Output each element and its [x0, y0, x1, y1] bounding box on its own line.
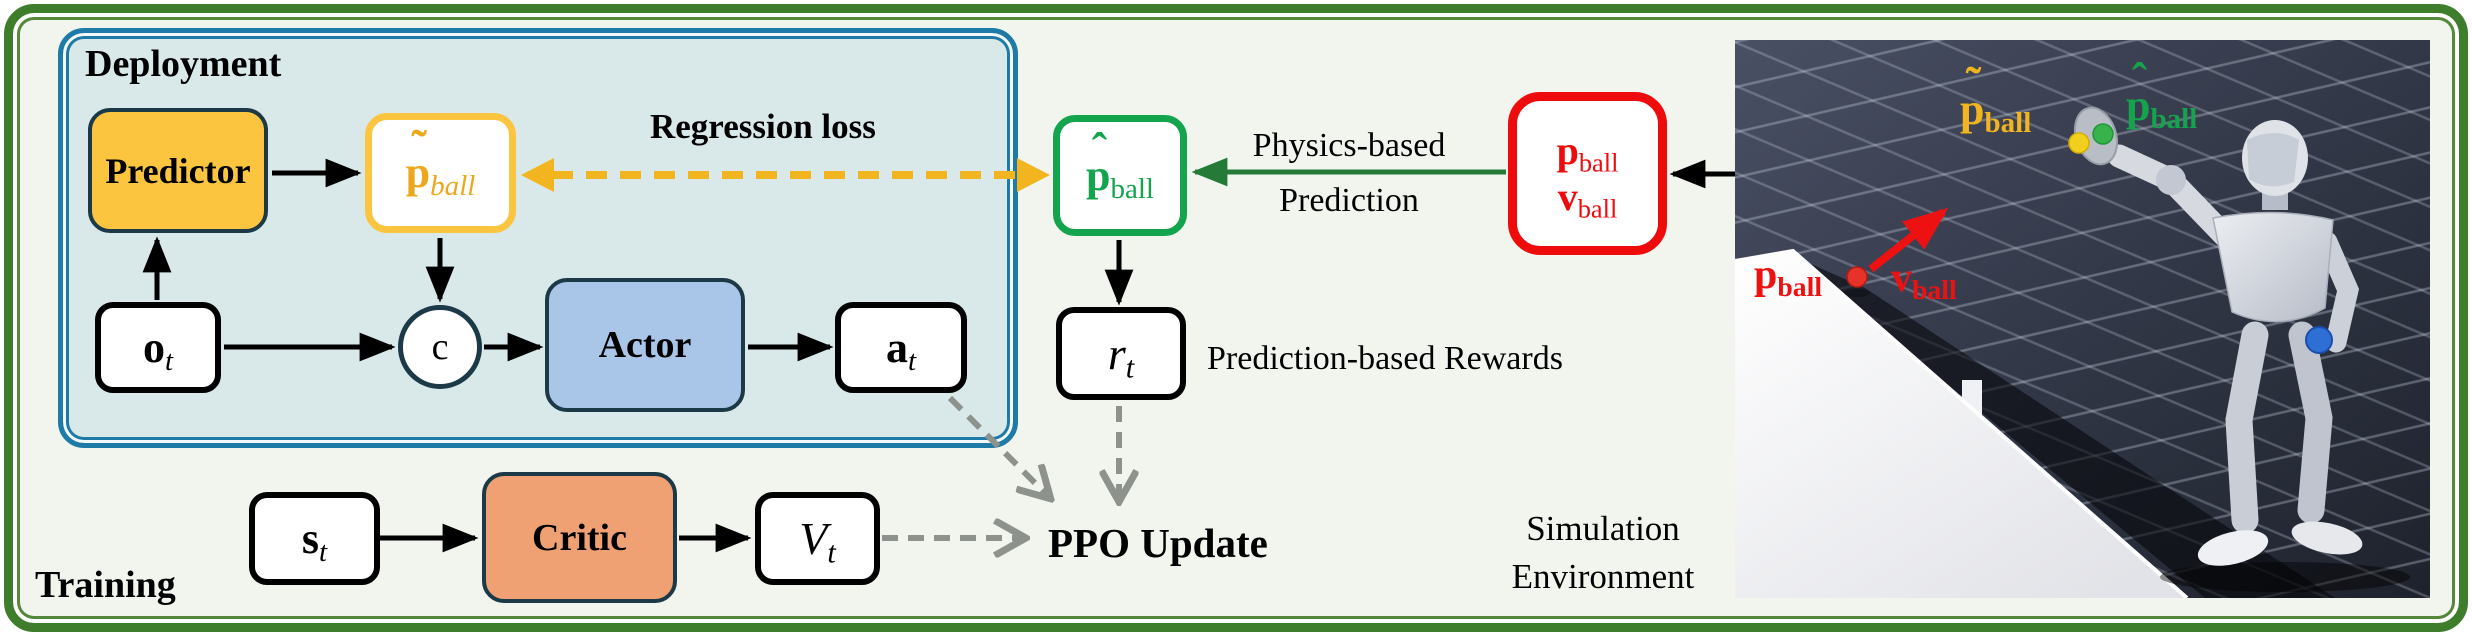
deployment-title: Deployment	[85, 43, 282, 85]
ptilde-subscript: ball	[430, 170, 476, 203]
green-predicted-ball	[2092, 123, 2114, 145]
critic-node: Critic	[482, 472, 677, 603]
robot-torso	[2212, 211, 2334, 323]
robot-face-panel	[2247, 133, 2299, 187]
sim-label-line2: Environment	[1511, 557, 1695, 597]
predictor-label: Predictor	[105, 150, 251, 191]
ptilde-base: p	[405, 148, 431, 197]
table-shadow	[1793, 256, 2335, 598]
sim-label-line1: Simulation	[1526, 509, 1680, 548]
critic-label: Critic	[532, 516, 627, 559]
red-ball	[1846, 266, 1868, 288]
blue-ball	[2305, 326, 2333, 354]
physics-label-line2: Prediction	[1279, 182, 1419, 220]
robot-shadow	[2160, 562, 2410, 592]
table	[1735, 251, 2187, 598]
actor-node: Actor	[545, 278, 745, 412]
ppo-update-label: PPO Update	[1048, 520, 1268, 566]
concat-node: c	[398, 305, 482, 389]
simulation-environment-label: Simulation Environment	[1468, 505, 1738, 602]
deployment-panel	[58, 28, 1018, 448]
physics-prediction-label: Physics-based Prediction	[1199, 118, 1499, 228]
velocity-arrow	[1868, 207, 1949, 273]
concat-symbol: c	[431, 326, 449, 368]
tilde-accent: ˜	[411, 121, 427, 173]
predictor-node: Predictor	[88, 108, 268, 233]
ball-shadow	[1844, 289, 1870, 297]
actor-label: Actor	[598, 324, 692, 366]
table-edge-highlight	[1735, 248, 2189, 598]
robot-left-foot	[2197, 530, 2269, 566]
physics-label-line1: Physics-based	[1252, 127, 1446, 164]
hat-accent: ˆ	[1091, 123, 1108, 175]
robot-lower-arm	[2316, 231, 2360, 353]
robot-left-leg	[2225, 321, 2269, 534]
simulation-render	[1735, 40, 2430, 598]
robot-right-leg	[2288, 321, 2333, 524]
yellow-predicted-ball	[2068, 132, 2090, 154]
regression-loss-label: Regression loss	[650, 107, 876, 146]
robot-figure	[2068, 106, 2410, 592]
figure-frame	[4, 4, 2468, 632]
robot-elbow-joint	[2156, 165, 2186, 195]
robot-right-foot	[2291, 521, 2363, 555]
training-title: Training	[35, 564, 176, 606]
rewards-label: Prediction-based Rewards	[1207, 340, 1563, 377]
